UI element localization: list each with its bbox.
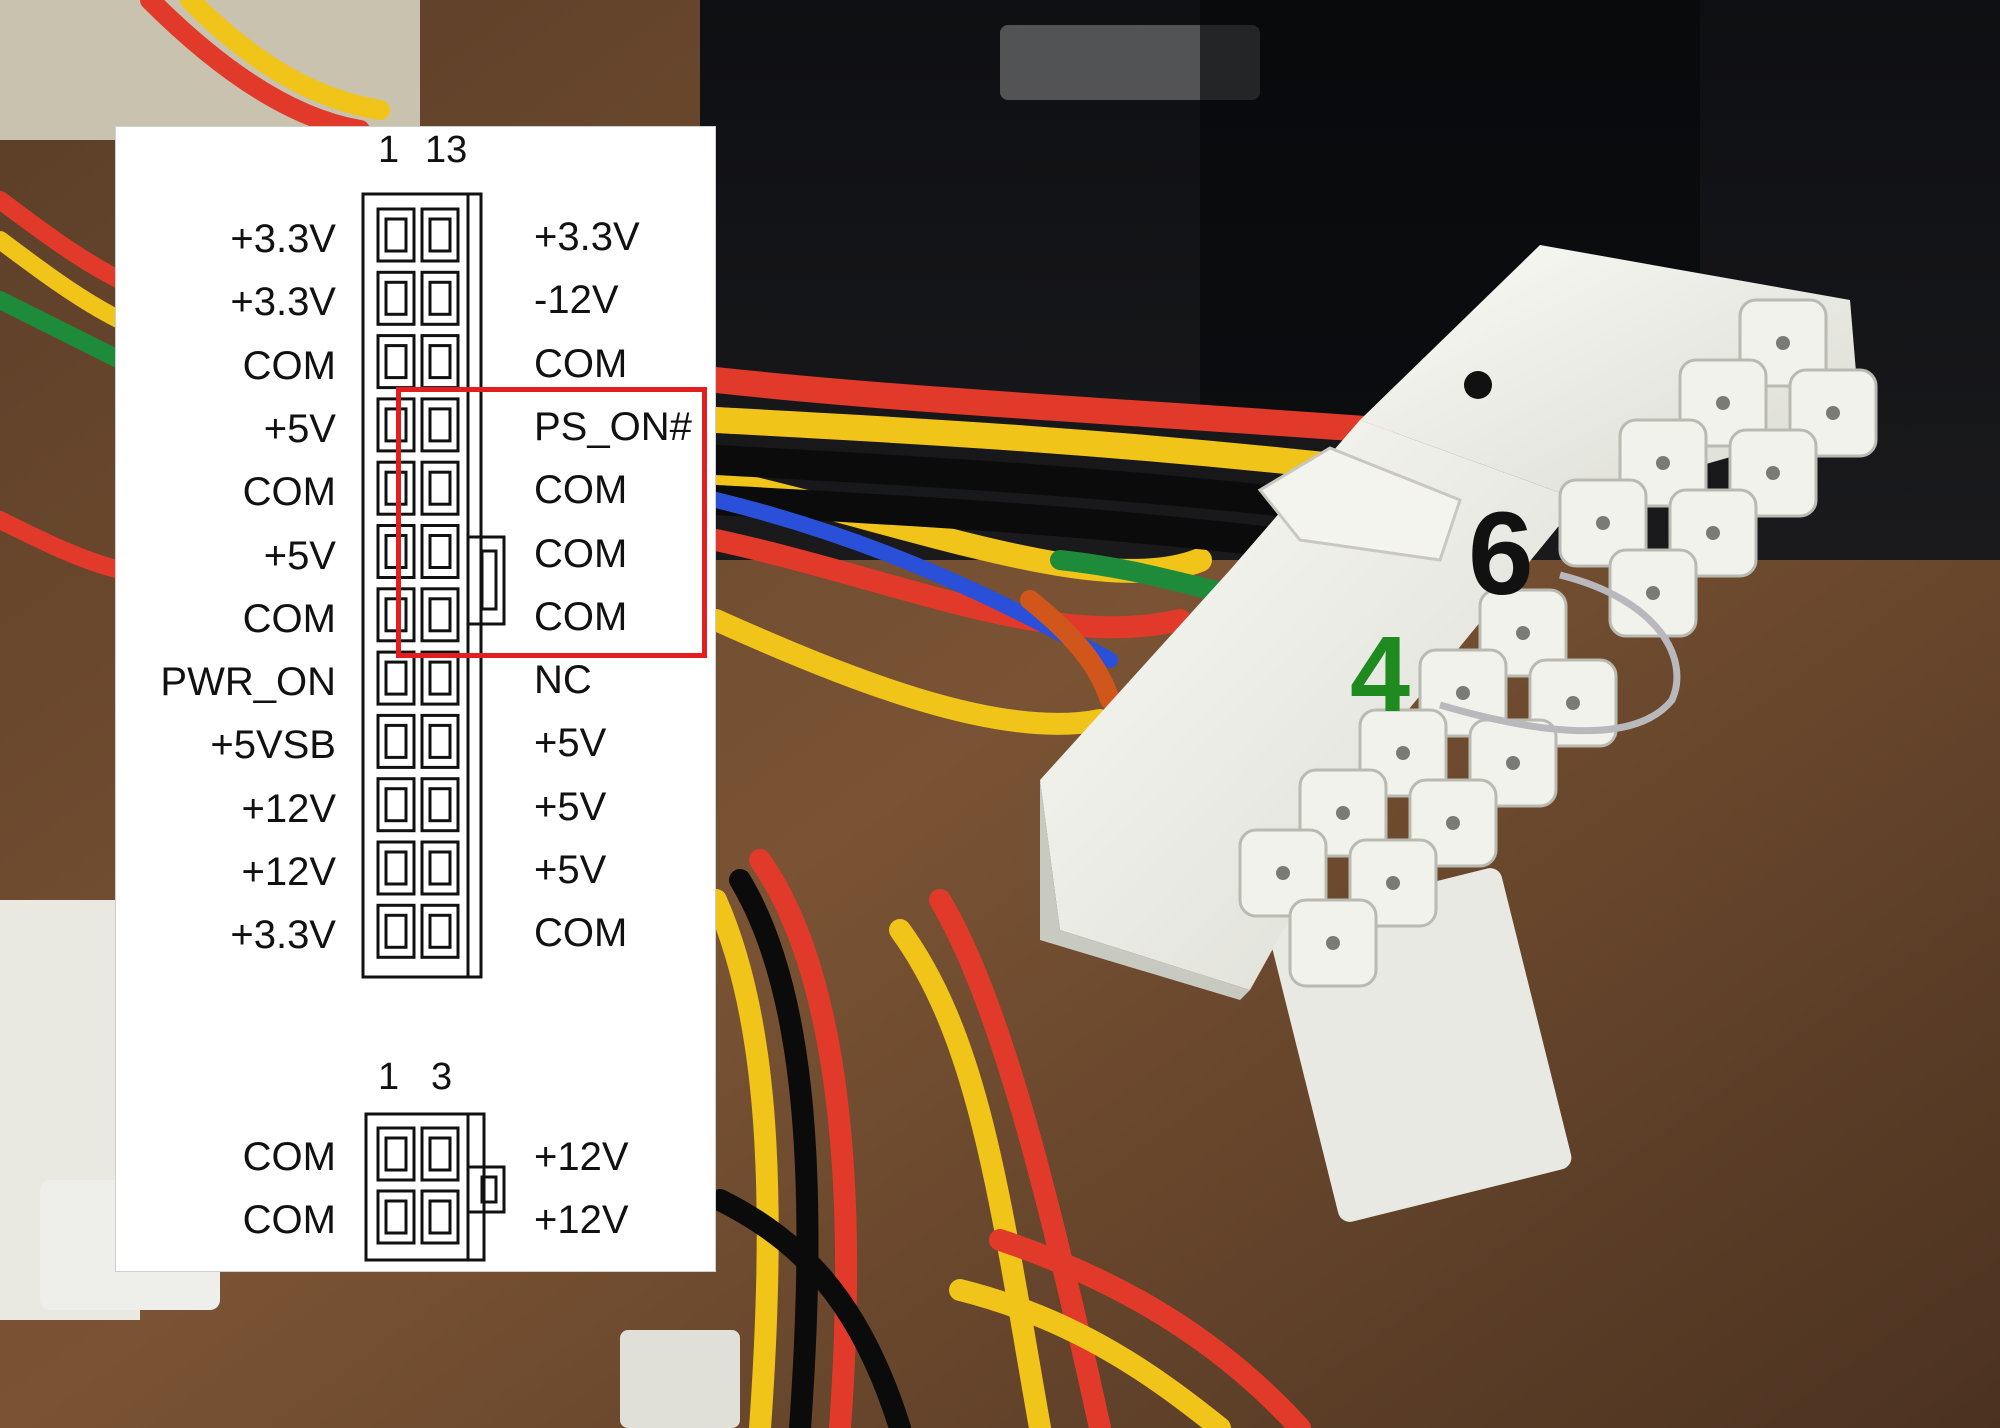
pins-main-pin-socket-11-1	[384, 850, 408, 886]
pins-main-pin-11-2	[420, 840, 460, 896]
pins-main-pin-socket-9-1	[384, 723, 408, 759]
pins-aux-pin-1-2	[420, 1126, 460, 1182]
main-right-label-9: +5V	[534, 721, 607, 766]
aux-right-label-2: +12V	[534, 1198, 629, 1242]
pins-main-pin-6-2	[420, 524, 460, 579]
pins-main-pin-socket-1-1	[384, 217, 408, 253]
pins-main-pin-socket-3-1	[384, 344, 408, 380]
main-right-label-8: NC	[534, 658, 592, 703]
main-right-label-11: +5V	[534, 848, 607, 892]
pins-main-pin-socket-9-2	[428, 723, 452, 759]
pins-main-pin-socket-2-1	[384, 280, 408, 316]
pins-main-pin-socket-10-1	[384, 787, 408, 823]
pins-main-pin-1-2	[420, 207, 460, 263]
pins-main-pin-3-2	[420, 334, 460, 390]
main-left-label-3: COM	[242, 343, 336, 388]
pins-main-pin-5-2	[420, 460, 460, 516]
main-right-label-6: COM	[534, 531, 628, 576]
pins-main-pin-1-1	[376, 207, 416, 263]
main-pin-number-1: 1	[378, 129, 400, 171]
pins-main-pin-9-1	[376, 713, 416, 769]
pins-aux-pin-1-1	[376, 1126, 416, 1182]
pins-main-pin-7-2	[420, 587, 460, 643]
pins-main-pin-socket-8-2	[428, 660, 452, 696]
main-right-label-4: PS_ON#	[534, 404, 692, 449]
pins-main-pin-socket-6-2	[428, 534, 452, 569]
main-left-label-12: +3.3V	[230, 913, 336, 958]
pins-aux-pin-socket-2-1	[384, 1199, 408, 1235]
main-pin-number-13: 13	[425, 129, 468, 171]
pins-main-pin-socket-11-2	[428, 850, 452, 886]
pins-main-pin-socket-12-1	[384, 913, 408, 949]
pins-aux-pin-2-1	[376, 1189, 416, 1245]
pins-aux-pin-2-2	[420, 1189, 460, 1245]
main-left-label-6: +5V	[263, 533, 336, 578]
main-right-label-3: COM	[534, 341, 628, 386]
pins-main-pin-socket-2-2	[428, 280, 452, 316]
pins-main-pin-10-1	[376, 777, 416, 833]
pins-main-pin-12-1	[376, 903, 416, 959]
main-left-label-11: +12V	[241, 850, 336, 894]
pins-main-pin-socket-8-1	[384, 660, 408, 696]
main-left-label-5: COM	[242, 470, 336, 515]
aux-right-label-1: +12V	[534, 1135, 629, 1179]
main-right-label-10: +5V	[534, 784, 607, 829]
pins-main-pin-2-2	[420, 270, 460, 326]
main-right-label-5: COM	[534, 468, 628, 513]
aux-pin-number-3: 3	[431, 1056, 453, 1098]
pins-main-pin-socket-7-2	[428, 597, 452, 633]
pins-main-pin-socket-3-2	[428, 344, 452, 380]
pins-main-pin-8-2	[420, 650, 460, 706]
pins-main-pin-socket-12-2	[428, 913, 452, 949]
pins-main-pin-socket-10-2	[428, 787, 452, 823]
pins-aux-pin-socket-2-2	[428, 1199, 452, 1235]
pins-main-pin-10-2	[420, 777, 460, 833]
pins-main-pin-socket-1-2	[428, 217, 452, 253]
pins-main-pin-12-2	[420, 903, 460, 959]
aux-left-label-1: COM	[242, 1135, 336, 1179]
connector-outlines	[361, 192, 506, 1262]
main-left-label-9: +5VSB	[210, 723, 336, 768]
aux-pin-number-1: 1	[378, 1056, 400, 1098]
pins-aux-pin-socket-1-1	[384, 1136, 408, 1172]
pins-main-pin-2-1	[376, 270, 416, 326]
main-right-label-1: +3.3V	[534, 215, 640, 259]
main-left-label-10: +12V	[241, 786, 336, 831]
main-right-label-2: -12V	[534, 278, 619, 323]
pins-main-pin-9-2	[420, 713, 460, 769]
main-left-label-8: PWR_ON	[160, 660, 336, 705]
pins-main-pin-3-1	[376, 334, 416, 390]
aux-left-label-2: COM	[242, 1198, 336, 1242]
pins-aux-pin-socket-1-2	[428, 1136, 452, 1172]
main-right-label-7: COM	[534, 594, 628, 639]
main-left-label-7: COM	[242, 596, 336, 641]
pins-main-pin-socket-4-2	[428, 407, 452, 443]
main-left-label-2: +3.3V	[230, 280, 336, 325]
main-left-label-1: +3.3V	[230, 217, 336, 261]
ps-on-highlight-box	[396, 387, 707, 658]
pins-main-pin-8-1	[376, 650, 416, 706]
pin-6-annotation: 6	[1468, 488, 1534, 620]
main-left-label-4: +5V	[263, 406, 336, 451]
pins-main-pin-4-2	[420, 397, 460, 453]
main-right-label-12: COM	[534, 911, 628, 956]
pins-main-pin-11-1	[376, 840, 416, 896]
pin-4-annotation: 4	[1350, 613, 1411, 734]
pins-main-pin-socket-5-2	[428, 470, 452, 506]
